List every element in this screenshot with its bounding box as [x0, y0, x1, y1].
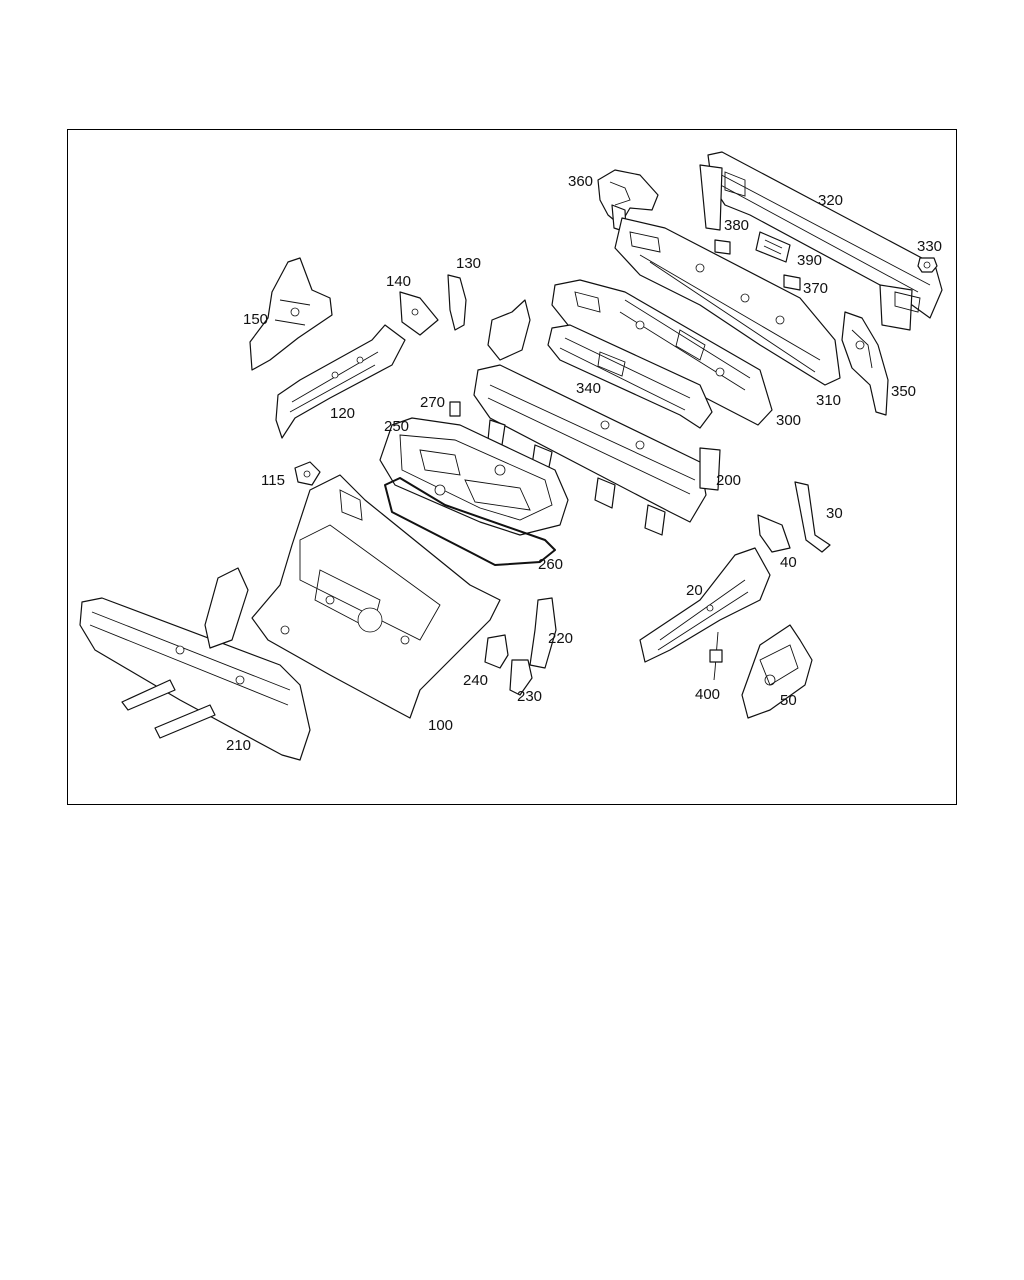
diagram-frame: [67, 129, 957, 805]
part-380-clip: [714, 239, 731, 255]
callout-330: 330: [917, 238, 942, 255]
part-400-cable: [709, 631, 723, 681]
part-250-spare-wheel-well: [379, 417, 569, 536]
callout-240: 240: [463, 672, 488, 689]
part-40-bracket: [757, 514, 791, 553]
part-210-longitudinal: [79, 567, 311, 761]
callout-260: 260: [538, 556, 563, 573]
part-150-side-bracket: [249, 257, 333, 371]
part-310-rear-panel: [614, 217, 841, 386]
part-115-bracket: [294, 461, 321, 486]
callout-200: 200: [716, 472, 741, 489]
callout-370: 370: [803, 280, 828, 297]
callout-140: 140: [386, 273, 411, 290]
part-270-clip: [449, 401, 461, 417]
part-230-bracket: [509, 659, 533, 696]
part-260-seal-ring: [384, 477, 556, 566]
part-220-bracket: [529, 597, 557, 669]
callout-120: 120: [330, 405, 355, 422]
callout-340: 340: [576, 380, 601, 397]
callout-350: 350: [891, 383, 916, 400]
callout-300: 300: [776, 412, 801, 429]
callout-100: 100: [428, 717, 453, 734]
callout-220: 220: [548, 630, 573, 647]
callout-310: 310: [816, 392, 841, 409]
part-120-side-rail: [275, 324, 406, 439]
callout-380: 380: [724, 217, 749, 234]
callout-360: 360: [568, 173, 593, 190]
callout-130: 130: [456, 255, 481, 272]
part-390-bracket: [755, 231, 791, 263]
callout-115: 115: [261, 472, 285, 489]
callout-150: 150: [243, 311, 268, 328]
part-340-crossmember: [547, 324, 713, 429]
callout-210: 210: [226, 737, 251, 754]
callout-30: 30: [826, 505, 843, 522]
part-100-rear-floor: [251, 474, 501, 719]
callout-230: 230: [517, 688, 542, 705]
callout-20: 20: [686, 582, 703, 599]
callout-40: 40: [780, 554, 797, 571]
callout-50: 50: [780, 692, 797, 709]
part-370-clip: [783, 274, 801, 291]
callout-320: 320: [818, 192, 843, 209]
part-330-nut: [917, 257, 938, 273]
part-240-bracket: [484, 634, 509, 669]
part-300-rear-floor-panel: [551, 279, 773, 426]
part-200-heel-crossmember: [473, 299, 721, 536]
part-50-side-member: [741, 624, 813, 719]
part-350-side-bracket: [841, 311, 889, 416]
callout-250: 250: [384, 418, 409, 435]
part-30-bracket: [794, 481, 831, 553]
part-320-rear-crossmember: [699, 151, 943, 331]
callout-400: 400: [695, 686, 720, 703]
callout-270: 270: [420, 394, 445, 411]
callout-390: 390: [797, 252, 822, 269]
part-140-bracket: [399, 291, 439, 336]
part-130-bracket: [447, 274, 467, 331]
part-20-rear-rail: [639, 547, 771, 663]
